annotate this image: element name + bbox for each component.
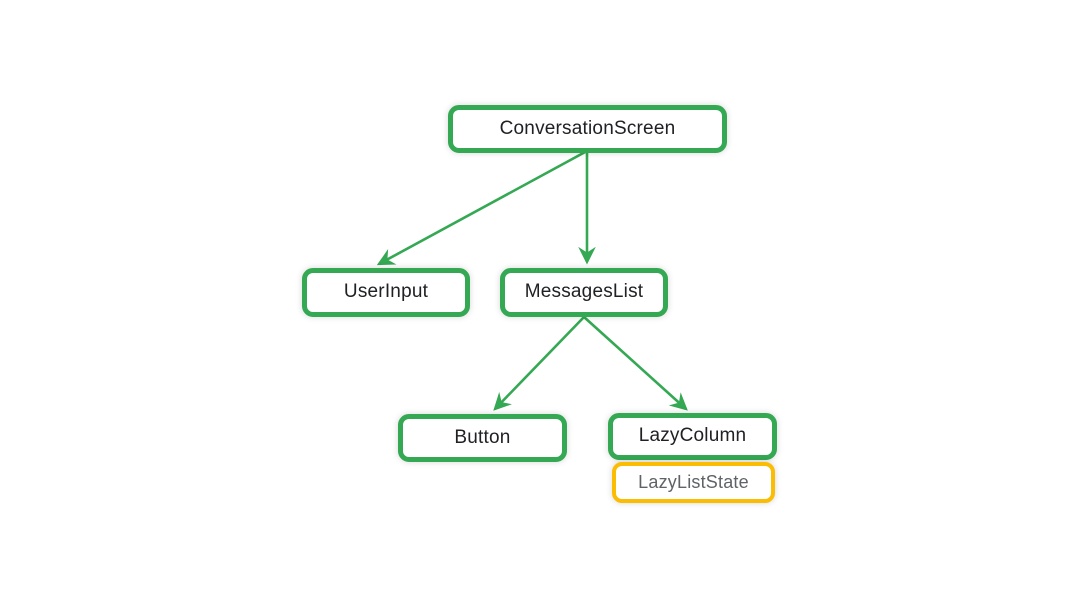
node-conversation-screen: ConversationScreen bbox=[448, 105, 727, 153]
node-label: MessagesList bbox=[524, 281, 644, 302]
edge-messageslist-lazycolumn bbox=[583, 316, 688, 411]
node-messages-list: MessagesList bbox=[500, 268, 668, 317]
edge-conversationscreen-userinput bbox=[376, 149, 588, 266]
node-lazy-column: LazyColumn bbox=[608, 413, 777, 460]
node-user-input: UserInput bbox=[302, 268, 470, 317]
node-label: Button bbox=[454, 426, 511, 448]
node-lazy-list-state: LazyListState bbox=[612, 462, 775, 503]
node-button: Button bbox=[398, 414, 567, 462]
edge-messageslist-button bbox=[493, 316, 585, 411]
node-label: LazyColumn bbox=[638, 425, 747, 446]
node-label: LazyListState bbox=[638, 471, 749, 492]
node-label: ConversationScreen bbox=[499, 117, 676, 139]
node-label: UserInput bbox=[343, 281, 429, 302]
